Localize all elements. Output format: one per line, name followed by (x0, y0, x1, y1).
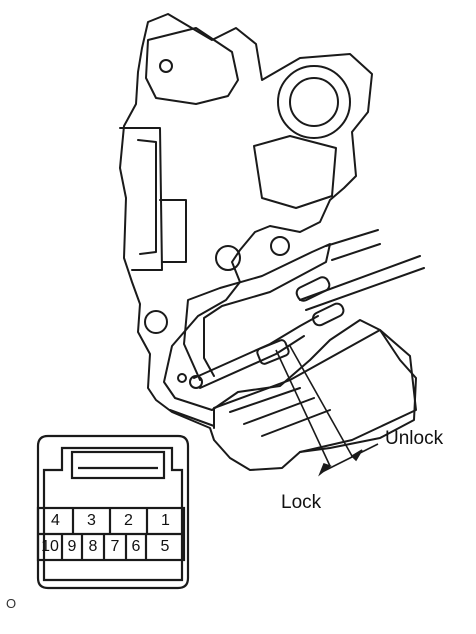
pin-label: 5 (160, 538, 170, 555)
lower-flange (169, 409, 215, 427)
connector-outer (36, 434, 190, 590)
dimension-line (321, 443, 379, 473)
unlock-leader-line (289, 345, 353, 457)
rod-middle-b (305, 267, 425, 311)
rod-upper-b (331, 243, 381, 261)
unlock-label: Unlock (385, 428, 444, 449)
lower-housing (213, 329, 417, 453)
lock-arrowhead (318, 463, 332, 477)
lock-leader-line (275, 349, 331, 467)
pin-label: 4 (51, 512, 60, 529)
pin-label: 10 (41, 538, 59, 555)
round-boss-outer (277, 65, 351, 139)
pin-label: 6 (131, 538, 141, 555)
rod-end-fitting-2 (312, 302, 345, 327)
pin-label: 8 (88, 538, 98, 555)
pin-label: 9 (67, 538, 77, 555)
linkage-rod-b (199, 335, 305, 389)
lower-housing-ribs (229, 387, 331, 437)
mounting-hole-mid (270, 236, 290, 256)
mounting-hole-upper (159, 59, 173, 73)
side-rib-inner (137, 139, 157, 255)
pivot-pin-2 (177, 373, 187, 383)
pin-label: 2 (124, 512, 133, 529)
rod-end-fitting (295, 276, 331, 302)
actuator-housing (119, 13, 417, 471)
right-block (253, 135, 337, 209)
unlock-arrowhead (350, 449, 363, 462)
figure-id: O (6, 596, 17, 611)
rib-slot (159, 199, 187, 263)
pin-label: 1 (161, 512, 170, 529)
connector-latch (70, 450, 166, 480)
rod-upper (325, 229, 379, 247)
pin-label: 7 (110, 538, 120, 555)
switch-knob (256, 339, 290, 365)
linkage-rod (193, 315, 319, 379)
pivot-pin (189, 375, 203, 389)
lock-label: Lock (281, 492, 322, 513)
mounting-tab (145, 27, 239, 105)
pin-label: 3 (87, 512, 96, 529)
round-boss-inner (289, 77, 339, 127)
mounting-hole-center (215, 245, 241, 271)
mounting-hole-lower (144, 310, 168, 334)
connector-inner (42, 446, 184, 582)
